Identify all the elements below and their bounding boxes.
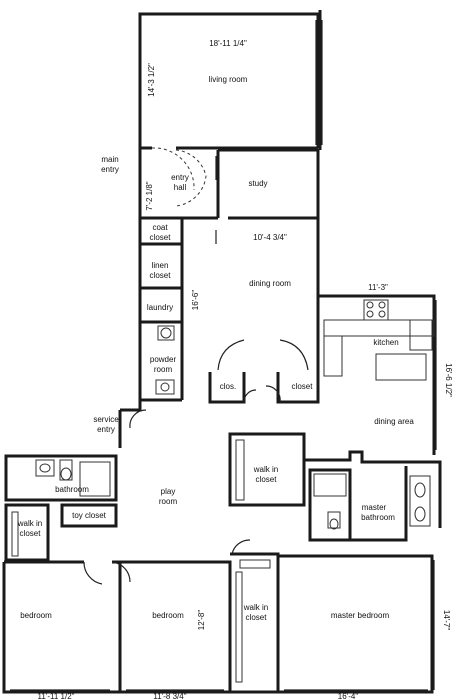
dim-kitchen-depth: 16'-6 1/2" xyxy=(444,363,453,397)
label-play-room-1: play xyxy=(161,487,176,496)
dim-master-bedroom-depth: 14'-7" xyxy=(442,610,451,631)
dim-bottom-middle: 11'-8 3/4" xyxy=(153,692,186,700)
label-study: study xyxy=(248,179,267,188)
dim-dining-width: 10'-4 3/4" xyxy=(253,233,287,242)
label-service-entry-2: entry xyxy=(97,425,115,434)
label-play-room-2: room xyxy=(159,497,178,506)
label-living-room: living room xyxy=(209,75,248,84)
label-walk-in-closet-bottom-2: closet xyxy=(246,613,268,622)
dim-bottom-left: 11'-11 1/2" xyxy=(38,692,75,700)
label-laundry: laundry xyxy=(147,303,173,312)
fixtures xyxy=(11,299,435,683)
label-service-entry-1: service xyxy=(93,415,119,424)
dim-living-depth: 14'-3 1/2" xyxy=(147,63,156,97)
label-master-bathroom-1: master xyxy=(362,503,387,512)
label-bedroom-left: bedroom xyxy=(20,611,52,620)
windows xyxy=(10,20,437,691)
label-powder-room-1: powder xyxy=(150,355,177,364)
dim-bedroom-middle-depth: 12'-8" xyxy=(197,610,206,631)
doors xyxy=(83,147,309,585)
walls xyxy=(2,10,442,694)
label-clos: clos. xyxy=(220,382,236,391)
label-main-entry-2: entry xyxy=(101,165,119,174)
label-dining-room: dining room xyxy=(249,279,291,288)
label-bathroom: bathroom xyxy=(55,485,89,494)
label-walk-in-closet-bottom-1: walk in xyxy=(243,603,268,612)
label-coat-closet-1: coat xyxy=(152,223,168,232)
dim-kitchen-width: 11'-3" xyxy=(368,283,388,292)
label-toy-closet: toy closet xyxy=(72,511,107,520)
label-coat-closet-2: closet xyxy=(150,233,172,242)
dim-bottom-right: 16'-4" xyxy=(338,692,359,700)
label-main-entry-1: main xyxy=(101,155,118,164)
label-entry-hall-2: hall xyxy=(174,183,187,192)
label-dining-area: dining area xyxy=(374,417,414,426)
label-entry-hall-1: entry xyxy=(171,173,189,182)
label-walk-in-closet-center-2: closet xyxy=(256,475,278,484)
dimension-labels: 18'-11 1/4" 14'-3 1/2" 7'-2 1/8" 10'-4 3… xyxy=(38,39,453,700)
dim-dining-depth: 16'-6" xyxy=(191,290,200,311)
dim-entry-depth: 7'-2 1/8" xyxy=(145,181,154,210)
label-bedroom-middle: bedroom xyxy=(152,611,184,620)
room-labels: living room main entry entry hall study … xyxy=(17,75,415,622)
label-master-bathroom-2: bathroom xyxy=(361,513,395,522)
label-master-bedroom: master bedroom xyxy=(331,611,390,620)
label-walk-in-closet-center-1: walk in xyxy=(253,465,278,474)
label-powder-room-2: room xyxy=(154,365,173,374)
label-kitchen: kitchen xyxy=(373,338,398,347)
label-linen-closet-2: closet xyxy=(150,271,172,280)
label-walk-in-closet-left-1: walk in xyxy=(17,519,42,528)
label-closet: closet xyxy=(292,382,314,391)
label-walk-in-closet-left-2: closet xyxy=(20,529,42,538)
dim-living-width: 18'-11 1/4" xyxy=(209,39,247,48)
label-linen-closet-1: linen xyxy=(152,261,169,270)
